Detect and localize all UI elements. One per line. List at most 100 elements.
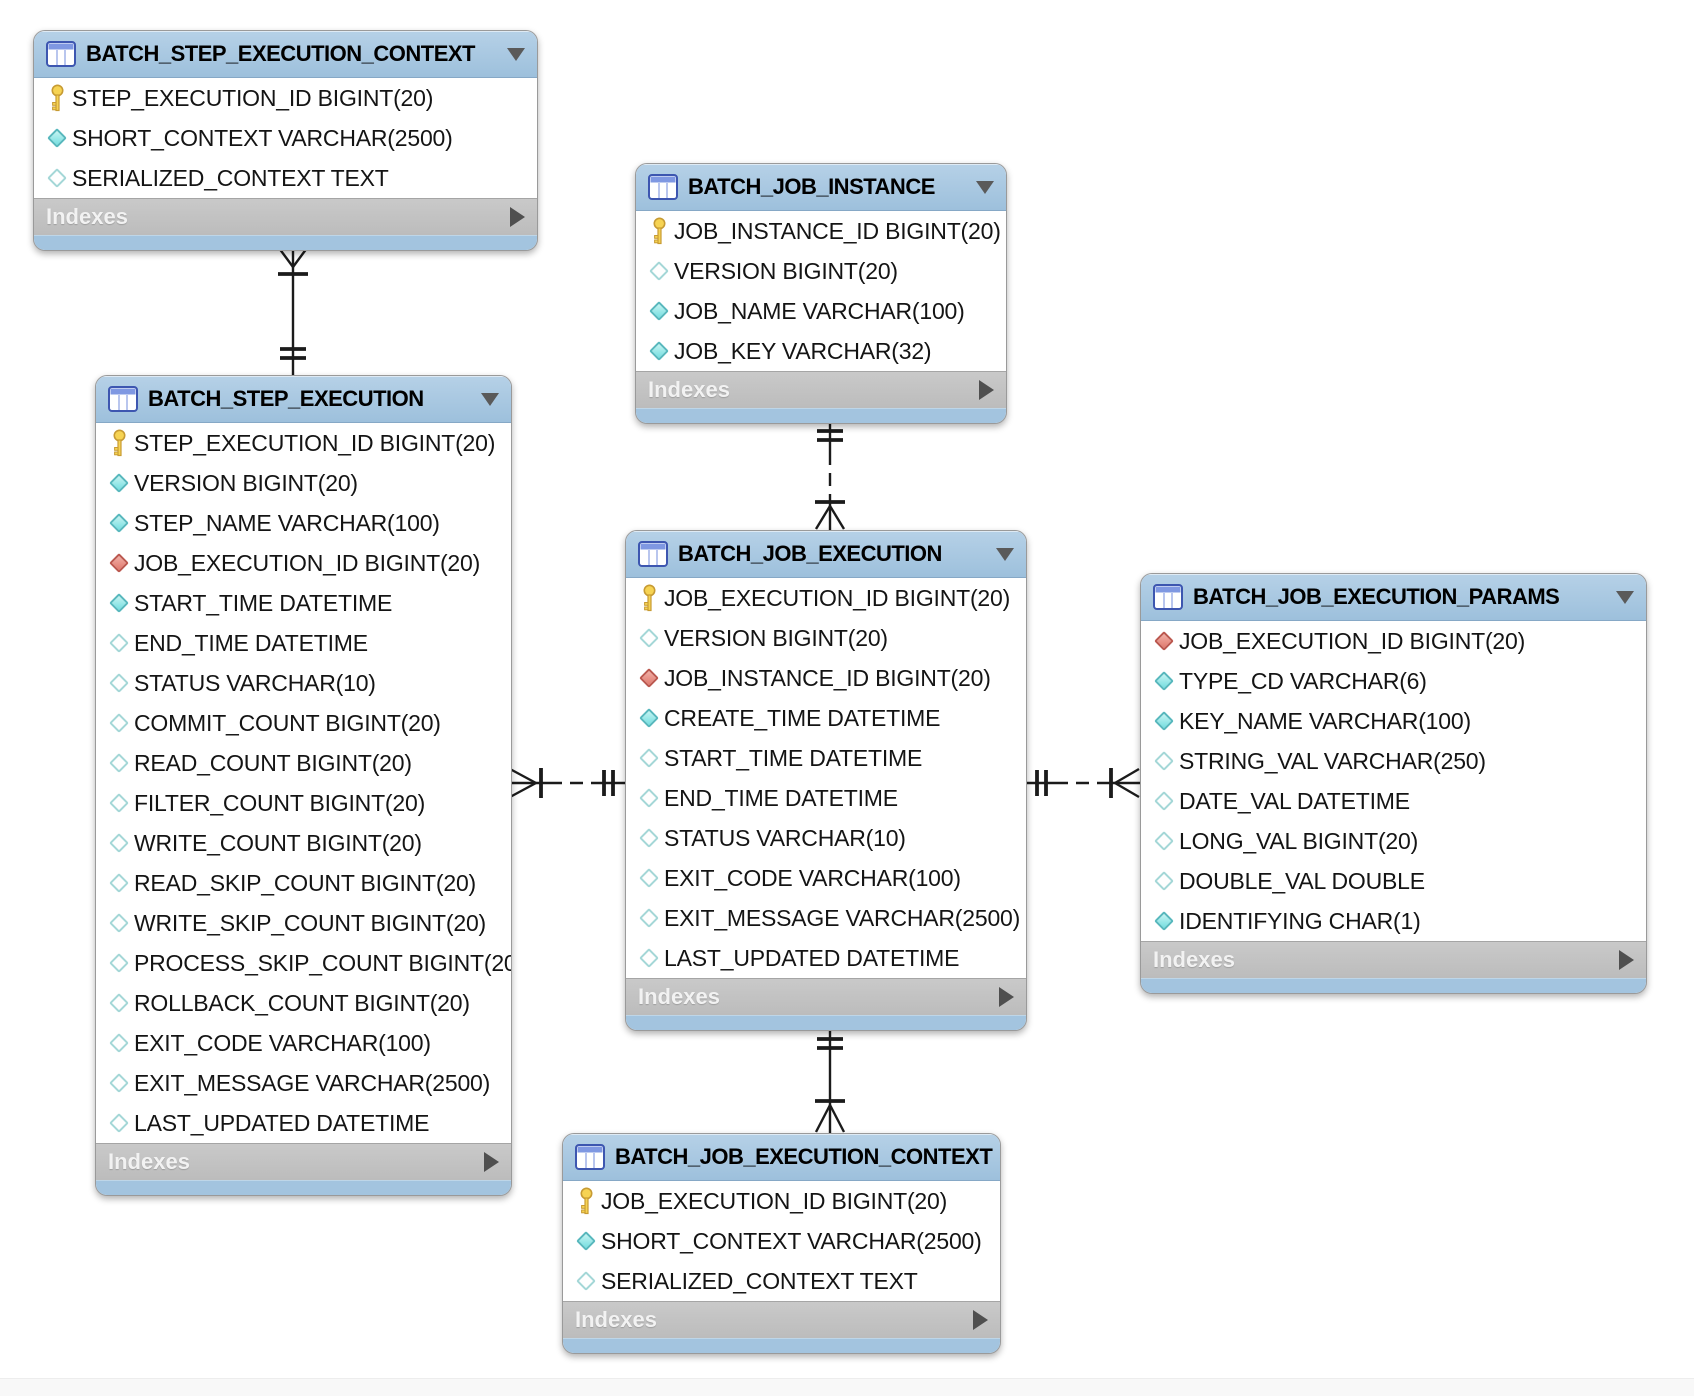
column-label: JOB_INSTANCE_ID BIGINT(20) bbox=[674, 217, 1001, 244]
relationship-job-execution-to-job-execution-params[interactable] bbox=[1025, 767, 1140, 799]
column-row[interactable]: VERSION BIGINT(20) bbox=[96, 463, 511, 503]
table-header[interactable]: BATCH_JOB_INSTANCE bbox=[636, 164, 1006, 211]
relationship-job-instance-to-job-execution[interactable] bbox=[814, 420, 846, 530]
table-header[interactable]: BATCH_STEP_EXECUTION_CONTEXT bbox=[34, 31, 537, 78]
column-row[interactable]: VERSION BIGINT(20) bbox=[626, 618, 1026, 658]
relationship-step-execution-to-job-execution[interactable] bbox=[509, 767, 625, 799]
expand-arrow-icon[interactable] bbox=[979, 380, 994, 400]
table-batch-job-execution-context[interactable]: BATCH_JOB_EXECUTION_CONTEXT JOB_EXECUTION… bbox=[562, 1133, 1001, 1354]
column-row[interactable]: SERIALIZED_CONTEXT TEXT bbox=[563, 1261, 1000, 1301]
expand-arrow-icon[interactable] bbox=[484, 1152, 499, 1172]
table-header[interactable]: BATCH_STEP_EXECUTION bbox=[96, 376, 511, 423]
column-row[interactable]: VERSION BIGINT(20) bbox=[636, 251, 1006, 291]
column-row[interactable]: SHORT_CONTEXT VARCHAR(2500) bbox=[34, 118, 537, 158]
table-footer-strip bbox=[1141, 978, 1646, 993]
column-row[interactable]: END_TIME DATETIME bbox=[626, 778, 1026, 818]
indexes-label: Indexes bbox=[1153, 947, 1235, 972]
column-row[interactable]: DOUBLE_VAL DOUBLE bbox=[1141, 861, 1646, 901]
column-row[interactable]: CREATE_TIME DATETIME bbox=[626, 698, 1026, 738]
table-batch-job-instance[interactable]: BATCH_JOB_INSTANCE JOB_INSTANCE_ID BIGINT… bbox=[635, 163, 1007, 424]
expand-arrow-icon[interactable] bbox=[999, 987, 1014, 1007]
column-row[interactable]: WRITE_COUNT BIGINT(20) bbox=[96, 823, 511, 863]
column-row[interactable]: JOB_KEY VARCHAR(32) bbox=[636, 331, 1006, 371]
expand-arrow-icon[interactable] bbox=[1619, 950, 1634, 970]
table-header[interactable]: BATCH_JOB_EXECUTION_CONTEXT bbox=[563, 1134, 1000, 1181]
column-row[interactable]: LAST_UPDATED DATETIME bbox=[96, 1103, 511, 1143]
column-label: JOB_KEY VARCHAR(32) bbox=[674, 337, 932, 364]
indexes-bar[interactable]: Indexes bbox=[96, 1143, 511, 1180]
column-row[interactable]: JOB_EXECUTION_ID BIGINT(20) bbox=[563, 1181, 1000, 1221]
column-row[interactable]: END_TIME DATETIME bbox=[96, 623, 511, 663]
collapse-caret-icon[interactable] bbox=[1616, 590, 1634, 604]
indexes-bar[interactable]: Indexes bbox=[1141, 941, 1646, 978]
column-row[interactable]: JOB_INSTANCE_ID BIGINT(20) bbox=[636, 211, 1006, 251]
collapse-caret-icon[interactable] bbox=[507, 47, 525, 61]
column-row[interactable]: WRITE_SKIP_COUNT BIGINT(20) bbox=[96, 903, 511, 943]
column-row[interactable]: EXIT_CODE VARCHAR(100) bbox=[96, 1023, 511, 1063]
indexes-bar[interactable]: Indexes bbox=[626, 978, 1026, 1015]
column-row[interactable]: READ_COUNT BIGINT(20) bbox=[96, 743, 511, 783]
column-row[interactable]: LAST_UPDATED DATETIME bbox=[626, 938, 1026, 978]
column-row[interactable]: KEY_NAME VARCHAR(100) bbox=[1141, 701, 1646, 741]
table-title: BATCH_JOB_EXECUTION_CONTEXT bbox=[615, 1144, 993, 1169]
table-header[interactable]: BATCH_JOB_EXECUTION bbox=[626, 531, 1026, 578]
indexes-label: Indexes bbox=[648, 377, 730, 402]
column-row[interactable]: SHORT_CONTEXT VARCHAR(2500) bbox=[563, 1221, 1000, 1261]
expand-arrow-icon[interactable] bbox=[510, 207, 525, 227]
column-row[interactable]: JOB_EXECUTION_ID BIGINT(20) bbox=[96, 543, 511, 583]
indexes-bar[interactable]: Indexes bbox=[636, 371, 1006, 408]
column-row[interactable]: EXIT_MESSAGE VARCHAR(2500) bbox=[626, 898, 1026, 938]
collapse-caret-icon[interactable] bbox=[976, 180, 994, 194]
column-row[interactable]: STEP_NAME VARCHAR(100) bbox=[96, 503, 511, 543]
column-row[interactable]: PROCESS_SKIP_COUNT BIGINT(20) bbox=[96, 943, 511, 983]
column-row[interactable]: STATUS VARCHAR(10) bbox=[96, 663, 511, 703]
collapse-caret-icon[interactable] bbox=[481, 392, 499, 406]
column-row[interactable]: START_TIME DATETIME bbox=[96, 583, 511, 623]
column-row[interactable]: READ_SKIP_COUNT BIGINT(20) bbox=[96, 863, 511, 903]
primary-key-icon bbox=[571, 1187, 601, 1215]
column-row[interactable]: STRING_VAL VARCHAR(250) bbox=[1141, 741, 1646, 781]
indexes-bar[interactable]: Indexes bbox=[34, 198, 537, 235]
column-label: LAST_UPDATED DATETIME bbox=[134, 1109, 430, 1136]
column-label: TYPE_CD VARCHAR(6) bbox=[1179, 667, 1427, 694]
nullable-diamond-icon bbox=[104, 993, 134, 1013]
indexes-bar[interactable]: Indexes bbox=[563, 1301, 1000, 1338]
nullable-diamond-icon bbox=[104, 1033, 134, 1053]
column-row[interactable]: TYPE_CD VARCHAR(6) bbox=[1141, 661, 1646, 701]
column-row[interactable]: LONG_VAL BIGINT(20) bbox=[1141, 821, 1646, 861]
column-row[interactable]: STEP_EXECUTION_ID BIGINT(20) bbox=[96, 423, 511, 463]
column-row[interactable]: JOB_INSTANCE_ID BIGINT(20) bbox=[626, 658, 1026, 698]
collapse-caret-icon[interactable] bbox=[996, 547, 1014, 561]
expand-arrow-icon[interactable] bbox=[973, 1310, 988, 1330]
canvas-bottom-edge bbox=[0, 1378, 1694, 1396]
column-row[interactable]: FILTER_COUNT BIGINT(20) bbox=[96, 783, 511, 823]
column-row[interactable]: STEP_EXECUTION_ID BIGINT(20) bbox=[34, 78, 537, 118]
column-row[interactable]: EXIT_CODE VARCHAR(100) bbox=[626, 858, 1026, 898]
relationship-job-execution-to-job-execution-context[interactable] bbox=[814, 1027, 846, 1133]
table-header[interactable]: BATCH_JOB_EXECUTION_PARAMS bbox=[1141, 574, 1646, 621]
column-label: READ_COUNT BIGINT(20) bbox=[134, 749, 412, 776]
column-label: EXIT_MESSAGE VARCHAR(2500) bbox=[664, 904, 1021, 931]
column-row[interactable]: JOB_NAME VARCHAR(100) bbox=[636, 291, 1006, 331]
column-row[interactable]: START_TIME DATETIME bbox=[626, 738, 1026, 778]
column-row[interactable]: DATE_VAL DATETIME bbox=[1141, 781, 1646, 821]
column-row[interactable]: EXIT_MESSAGE VARCHAR(2500) bbox=[96, 1063, 511, 1103]
column-row[interactable]: JOB_EXECUTION_ID BIGINT(20) bbox=[626, 578, 1026, 618]
primary-key-icon bbox=[104, 429, 134, 457]
column-row[interactable]: JOB_EXECUTION_ID BIGINT(20) bbox=[1141, 621, 1646, 661]
column-label: END_TIME DATETIME bbox=[664, 784, 898, 811]
column-label: SERIALIZED_CONTEXT TEXT bbox=[72, 164, 389, 191]
column-row[interactable]: IDENTIFYING CHAR(1) bbox=[1141, 901, 1646, 941]
column-row[interactable]: COMMIT_COUNT BIGINT(20) bbox=[96, 703, 511, 743]
column-row[interactable]: STATUS VARCHAR(10) bbox=[626, 818, 1026, 858]
column-row[interactable]: SERIALIZED_CONTEXT TEXT bbox=[34, 158, 537, 198]
column-label: JOB_EXECUTION_ID BIGINT(20) bbox=[601, 1187, 948, 1214]
column-label: STEP_EXECUTION_ID BIGINT(20) bbox=[72, 84, 434, 111]
column-row[interactable]: ROLLBACK_COUNT BIGINT(20) bbox=[96, 983, 511, 1023]
relationship-step-execution-context-to-step-execution[interactable] bbox=[278, 247, 308, 375]
table-batch-step-execution-context[interactable]: BATCH_STEP_EXECUTION_CONTEXT STEP_EXECUTI… bbox=[33, 30, 538, 251]
